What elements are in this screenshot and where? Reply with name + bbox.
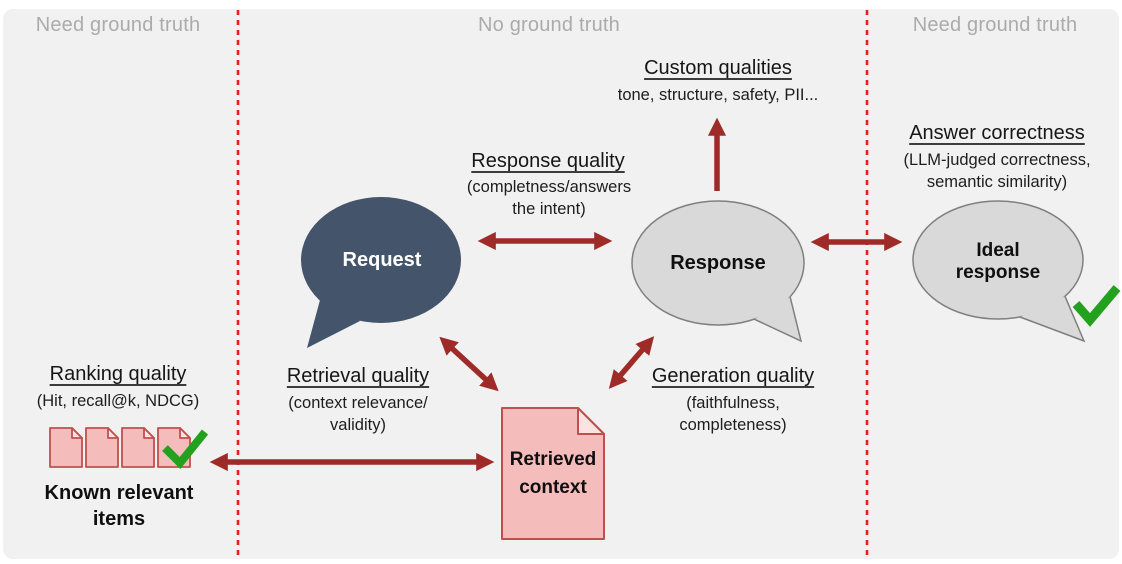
- ideal-response-label: Ideal response: [955, 240, 1041, 283]
- retrieval-quality-subtitle: validity): [330, 416, 386, 434]
- known-relevant-items-label: Known relevant items: [44, 482, 194, 530]
- retrieval-quality-subtitle: (context relevance/: [288, 394, 428, 412]
- ranking-quality-subtitle: (Hit, recall@k, NDCG): [36, 392, 200, 410]
- retrieval-quality-title: Retrieval quality: [286, 365, 430, 387]
- section-label-no-ground-truth: No ground truth: [478, 14, 620, 36]
- section-label-need-ground-truth-left: Need ground truth: [35, 14, 201, 36]
- request-context-double-arrow: [439, 336, 499, 392]
- section-label-need-ground-truth-right: Need ground truth: [912, 14, 1078, 36]
- response-quality-subtitle: the intent): [512, 200, 586, 218]
- answer-correctness-title: Answer correctness: [909, 122, 1085, 144]
- response-quality-title: Response quality: [471, 150, 625, 172]
- known-item-document-icon: [85, 427, 119, 468]
- retrieved-context-label: Retrieved context: [509, 449, 597, 498]
- generation-quality-subtitle: (faithfulness,: [686, 394, 780, 412]
- ranking-quality-title: Ranking quality: [49, 363, 187, 385]
- answer-correctness-subtitle: (LLM-judged correctness,: [903, 151, 1091, 169]
- custom-qualities-subtitle: tone, structure, safety, PII...: [617, 86, 819, 104]
- ideal-response-check-icon: [1072, 285, 1121, 327]
- known-item-document-icon: [49, 427, 83, 468]
- retrieved-context-document-icon: [501, 407, 605, 540]
- response-speech-bubble-icon: [631, 200, 805, 343]
- answer-correctness-subtitle: semantic similarity): [926, 173, 1068, 191]
- response-quality-subtitle: (completness/answers: [466, 178, 632, 196]
- custom-qualities-title: Custom qualities: [644, 57, 792, 79]
- generation-quality-title: Generation quality: [651, 365, 815, 387]
- response-context-double-arrow: [608, 336, 655, 389]
- response-label: Response: [670, 252, 766, 274]
- known-items-check-icon: [162, 429, 209, 469]
- generation-quality-subtitle: completeness): [679, 416, 787, 434]
- request-label: Request: [342, 249, 422, 271]
- request-speech-bubble-icon: [301, 197, 461, 348]
- known-item-document-icon: [121, 427, 155, 468]
- ideal-response-speech-bubble-icon: [912, 200, 1086, 343]
